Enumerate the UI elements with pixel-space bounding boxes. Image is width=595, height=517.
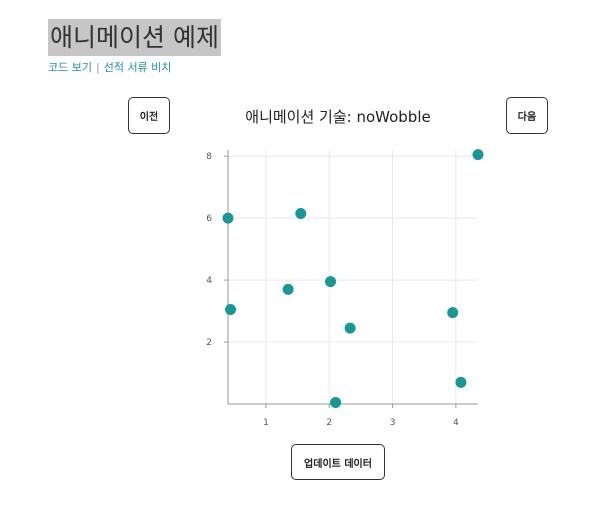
y-tick-label: 6: [206, 214, 212, 224]
choose-docs-link[interactable]: 선적 서류 비치: [103, 61, 172, 74]
data-points: [222, 149, 484, 408]
data-point: [472, 149, 484, 161]
next-button[interactable]: 다음: [506, 97, 548, 134]
header-links: 코드 보기|선적 서류 비치: [48, 59, 171, 75]
grid-lines: [228, 150, 478, 404]
data-point: [295, 208, 307, 219]
data-point: [282, 283, 294, 295]
view-code-link[interactable]: 코드 보기: [48, 61, 92, 74]
axes: [224, 150, 478, 408]
data-point: [447, 307, 459, 319]
data-point: [330, 396, 342, 408]
x-tick-label: 4: [453, 418, 459, 428]
tick-labels: 1 2 3 4 2 4 6 8: [206, 152, 459, 428]
update-data-button[interactable]: 업데이트 데이터: [291, 444, 385, 480]
data-point: [222, 212, 234, 224]
x-tick-label: 2: [326, 418, 332, 428]
y-tick-label: 2: [206, 338, 212, 348]
data-point: [344, 322, 356, 334]
x-tick-label: 3: [390, 418, 396, 428]
page-title: 애니메이션 예제: [48, 19, 221, 56]
y-tick-label: 8: [206, 152, 212, 162]
data-point: [225, 304, 237, 316]
chart-title: 애니메이션 기술: noWobble: [245, 108, 431, 126]
data-point: [325, 276, 337, 288]
prev-button[interactable]: 이전: [128, 97, 170, 134]
x-tick-label: 1: [263, 418, 269, 428]
link-separator: |: [95, 61, 100, 74]
data-point: [455, 376, 467, 388]
y-tick-label: 4: [206, 276, 212, 286]
